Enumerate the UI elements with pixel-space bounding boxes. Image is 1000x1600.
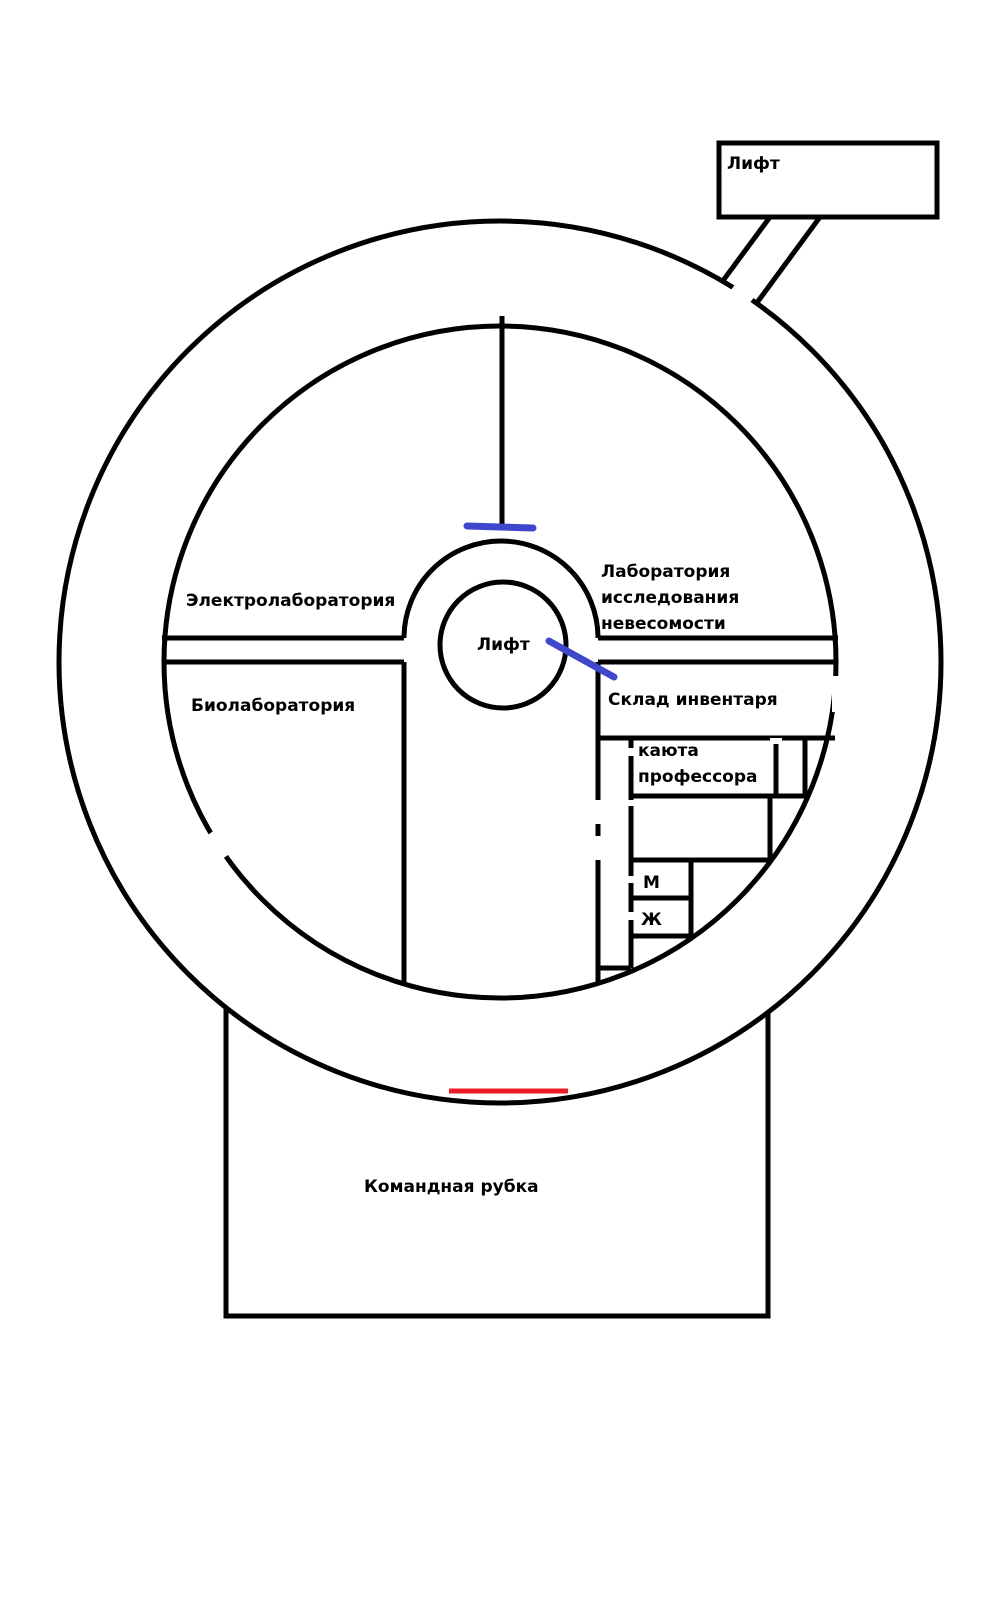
gap-inner-ring-upper-right bbox=[656, 340, 694, 370]
label-professor-cabin-2: профессора bbox=[638, 767, 757, 787]
gap-inner-ring-upper-left bbox=[243, 378, 275, 410]
corridor-wall-left bbox=[719, 215, 773, 284]
label-professor-cabin-1: каюта bbox=[638, 741, 699, 761]
label-electro-lab: Электролаборатория bbox=[186, 591, 395, 611]
gap-inner-ring-lower-left bbox=[207, 828, 233, 859]
blue-door-elevator[interactable] bbox=[545, 637, 618, 681]
central-elevator[interactable] bbox=[437, 579, 569, 711]
label-wc-women: Ж bbox=[641, 910, 662, 930]
corridor-wall-right bbox=[753, 215, 823, 306]
label-top-elevator: Лифт bbox=[727, 154, 780, 174]
blue-door-hub[interactable] bbox=[463, 522, 537, 532]
label-storage: Склад инвентаря bbox=[608, 690, 778, 710]
label-bio-lab: Биолаборатория bbox=[191, 696, 355, 716]
label-command-deck: Командная рубка bbox=[364, 1177, 539, 1197]
outer-ring-wall bbox=[56, 218, 944, 1106]
label-central-elevator: Лифт bbox=[477, 635, 530, 655]
hub-arch bbox=[401, 538, 601, 639]
top-elevator-room[interactable] bbox=[716, 140, 940, 220]
gap-outer-ring-corridor bbox=[730, 281, 756, 305]
label-wc-men: М bbox=[643, 873, 660, 893]
label-zero-g-lab-1: Лаборатория bbox=[601, 562, 730, 582]
label-zero-g-lab-3: невесомости bbox=[601, 614, 726, 634]
label-zero-g-lab-2: исследования bbox=[601, 588, 739, 608]
